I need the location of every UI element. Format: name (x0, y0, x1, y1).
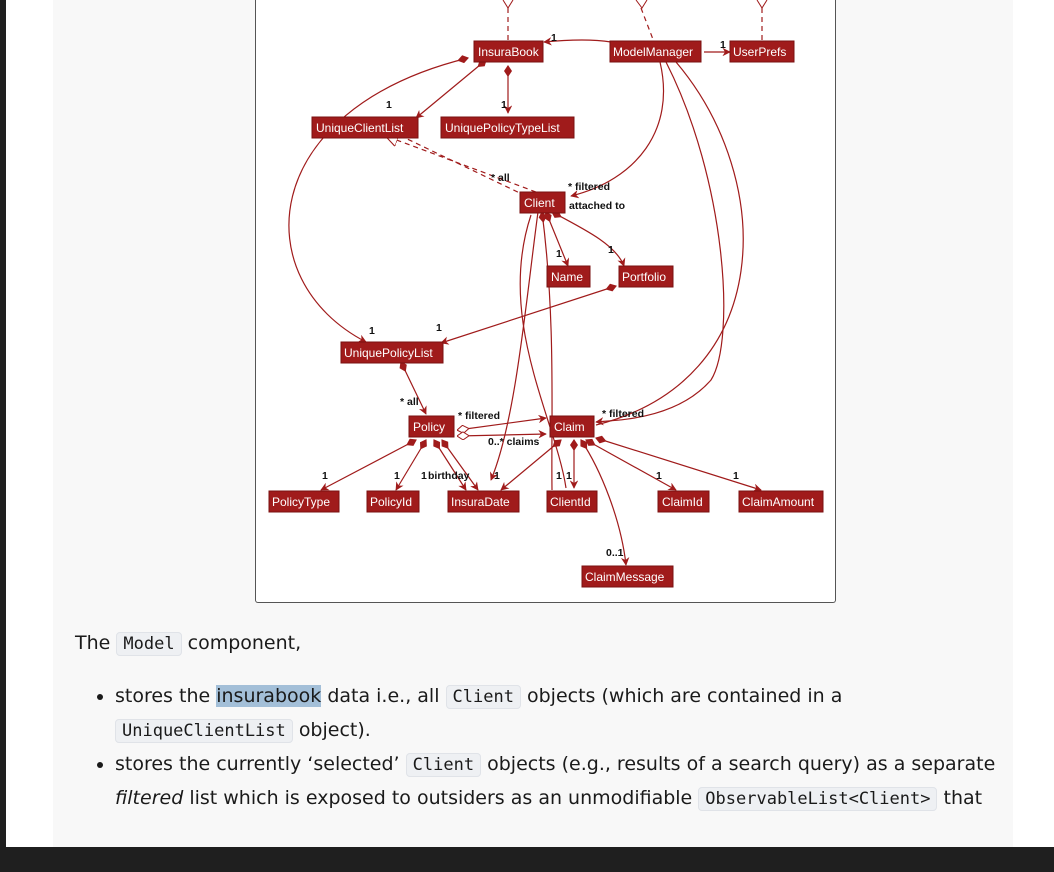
intro-paragraph: The Model component, (75, 626, 1015, 661)
svg-text:1: 1 (656, 470, 662, 482)
svg-text:1: 1 (394, 470, 400, 482)
intro-text-end: component, (187, 632, 302, 654)
svg-text:1: 1 (369, 325, 375, 337)
svg-text:ClientId: ClientId (550, 495, 591, 509)
svg-text:Portfolio: Portfolio (622, 270, 666, 284)
svg-text:UniquePolicyTypeList: UniquePolicyTypeList (445, 121, 560, 135)
code-uniqueclientlist: UniqueClientList (115, 719, 293, 743)
code-model: Model (116, 632, 182, 656)
svg-text:* all: * all (491, 172, 510, 184)
svg-text:1: 1 (494, 470, 500, 482)
diagram-svg: 1 1 1 1 * all * filtered attached to 1 1… (268, 0, 824, 588)
svg-text:* all: * all (400, 396, 419, 408)
svg-text:InsuraBook: InsuraBook (478, 45, 540, 59)
svg-text:Policy: Policy (413, 420, 445, 434)
svg-text:* filtered: * filtered (568, 181, 610, 193)
svg-text:UniqueClientList: UniqueClientList (316, 121, 404, 135)
interface-stubs (502, 0, 768, 43)
code-client: Client (405, 753, 482, 777)
node-modelmanager: ModelManager (609, 40, 702, 63)
svg-text:1: 1 (556, 470, 562, 482)
node-claim: Claim (549, 415, 595, 438)
svg-text:InsuraDate: InsuraDate (451, 495, 510, 509)
svg-text:1: 1 (566, 470, 572, 482)
svg-text:1: 1 (386, 99, 392, 111)
svg-text:attached to: attached to (569, 200, 625, 212)
node-insurabook: InsuraBook (473, 40, 544, 63)
node-uniquepolicytypelist: UniquePolicyTypeList (440, 116, 575, 139)
svg-text:Name: Name (551, 270, 583, 284)
node-claimamount: ClaimAmount (738, 490, 824, 513)
svg-text:* filtered: * filtered (602, 408, 644, 420)
svg-text:ClaimMessage: ClaimMessage (585, 570, 665, 584)
node-name: Name (546, 265, 591, 288)
node-insuradate: InsuraDate (447, 490, 520, 513)
svg-text:1: 1 (733, 470, 739, 482)
node-userprefs: UserPrefs (729, 40, 795, 63)
bottom-bar (0, 847, 1054, 872)
code-observablelist: ObservableList<Client> (698, 787, 938, 811)
code-client: Client (445, 685, 521, 709)
diagram-edges (288, 37, 762, 566)
svg-text:1: 1 (608, 244, 614, 256)
node-uniqueclientlist: UniqueClientList (311, 116, 419, 139)
svg-text:UserPrefs: UserPrefs (733, 45, 786, 59)
model-class-diagram: 1 1 1 1 * all * filtered attached to 1 1… (255, 0, 836, 603)
selected-text[interactable]: insurabook (216, 685, 322, 707)
svg-text:PolicyId: PolicyId (370, 495, 412, 509)
svg-text:1: 1 (556, 248, 562, 260)
svg-text:1: 1 (501, 99, 507, 111)
svg-text:UniquePolicyList: UniquePolicyList (344, 346, 433, 360)
svg-text:* filtered: * filtered (458, 410, 500, 422)
bullet-item-1: stores the insurabook data i.e., all Cli… (115, 680, 1015, 748)
svg-text:0..* claims: 0..* claims (488, 436, 540, 448)
svg-text:ModelManager: ModelManager (613, 45, 693, 59)
svg-text:PolicyType: PolicyType (272, 495, 330, 509)
node-clientid: ClientId (546, 490, 598, 513)
intro-text: The (75, 632, 111, 654)
emphasis-filtered: filtered (115, 787, 184, 809)
svg-text:1: 1 (720, 39, 726, 51)
svg-text:0..1: 0..1 (606, 547, 624, 559)
svg-text:1: 1 (551, 32, 557, 44)
svg-text:1: 1 (421, 470, 427, 482)
svg-text:Client: Client (524, 196, 555, 210)
svg-text:1: 1 (436, 322, 442, 334)
node-claimmessage: ClaimMessage (581, 565, 674, 588)
node-policyid: PolicyId (366, 490, 420, 513)
node-portfolio: Portfolio (618, 265, 674, 288)
node-policy: Policy (408, 415, 455, 438)
model-description: The Model component, stores the insurabo… (75, 626, 1015, 816)
svg-text:1: 1 (322, 470, 328, 482)
bullet-list: stores the insurabook data i.e., all Cli… (75, 680, 1015, 816)
svg-text:Claim: Claim (554, 420, 585, 434)
svg-text:ClaimId: ClaimId (662, 495, 703, 509)
bullet-item-2: stores the currently ‘selected’ Client o… (115, 748, 1015, 816)
node-claimid: ClaimId (657, 490, 710, 513)
edge-labels: 1 1 1 1 * all * filtered attached to 1 1… (322, 32, 739, 559)
node-uniquepolicylist: UniquePolicyList (340, 341, 444, 364)
svg-text:ClaimAmount: ClaimAmount (742, 495, 815, 509)
node-client: Client (519, 191, 566, 214)
node-policytype: PolicyType (268, 490, 340, 513)
svg-text:birthday: birthday (428, 470, 470, 482)
